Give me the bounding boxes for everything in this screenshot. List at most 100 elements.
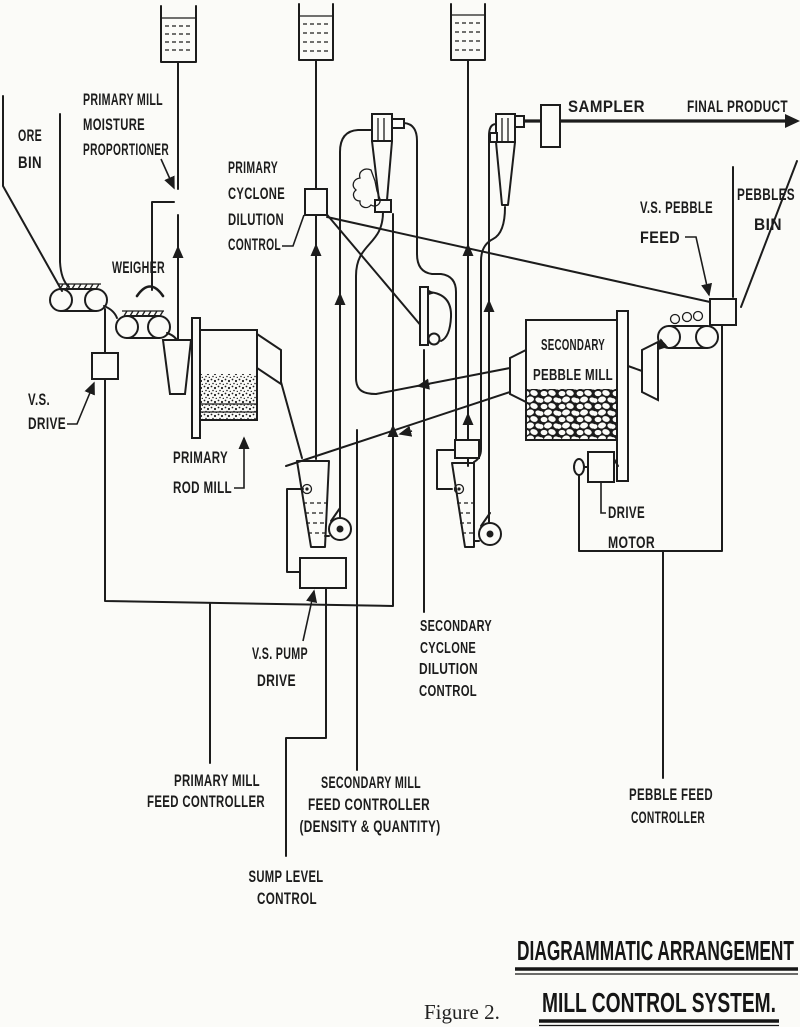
weigher-icon — [135, 285, 165, 298]
primary-cyclone-dilution-label: CYCLONE — [228, 184, 285, 203]
final-product-line — [524, 114, 800, 128]
primary-mill-feed-controller-label: FEED CONTROLLER — [147, 792, 265, 811]
sump-level-signal-line — [286, 488, 304, 573]
weigher-signal-line — [151, 201, 175, 291]
title-block: Figure 2. DIAGRAMMATIC ARRANGEMENT MILL … — [424, 935, 798, 1027]
moisture-proportioner-label: PROPORTIONER — [83, 140, 169, 159]
drive-motor-label: MOTOR — [608, 533, 655, 552]
moisture-proportioner-label: PRIMARY MILL — [83, 90, 163, 109]
mill-end-plate — [191, 317, 201, 439]
figure-title-line1: DIAGRAMMATIC ARRANGEMENT — [517, 935, 794, 966]
weigh-feeder-conveyor — [115, 310, 171, 339]
mill-discharge-line — [280, 381, 303, 459]
primary-cyclone-underflow — [355, 211, 384, 395]
vs-pump-drive-label: V.S. PUMP — [252, 644, 308, 663]
cyclone-cone — [371, 140, 393, 201]
secondary-mill-feed-controller-label: SECONDARY MILL — [321, 773, 421, 792]
water-tank-2 — [298, 3, 334, 61]
primary-cyclone-overflow — [403, 122, 457, 441]
cyclone-head — [371, 113, 393, 142]
primary-cyclone — [352, 113, 405, 213]
mill-left-feed-chute — [509, 348, 527, 404]
water-tank-3 — [450, 3, 486, 61]
secondary-mill-feed-line-upper — [375, 367, 511, 395]
dilution-actuator — [419, 286, 441, 346]
primary-cyclone-dilution-label: PRIMARY — [228, 158, 278, 177]
secondary-mill-feed-controller-label: (DENSITY & QUANTITY) — [300, 817, 441, 836]
vs-pebble-feed-label: V.S. PEBBLE — [640, 198, 713, 217]
secondary-cyclone — [489, 113, 525, 206]
moisture-proportioner-label: MOISTURE — [83, 115, 145, 134]
sump-level-control-label: SUMP LEVEL — [249, 867, 324, 886]
weigher-label: WEIGHER — [112, 258, 165, 277]
flow-arrow-icon — [398, 425, 413, 437]
secondary-pebble-mill-label: SECONDARY — [541, 337, 605, 354]
pebble-charge — [527, 389, 619, 439]
primary-rod-mill-assembly — [161, 317, 282, 439]
mill-discharge-head — [256, 332, 282, 386]
pebbles-bin — [732, 160, 798, 308]
mill-right-feed-chute — [641, 340, 659, 402]
secondary-dilution-valve-box — [454, 439, 480, 459]
cyclone-apex-box — [374, 199, 392, 213]
vs-drive-label: V.S. — [28, 390, 50, 409]
cyclone-overflow-stub — [514, 115, 525, 128]
ore-bin-label: ORE — [18, 126, 42, 145]
primary-cyclone-dilution-label: DILUTION — [228, 210, 284, 229]
secondary-cyclone-dilution-label: SECONDARY — [420, 618, 492, 635]
primary-mill-feed-controller-label: PRIMARY MILL — [174, 771, 260, 790]
secondary-cyclone-dilution-label: CONTROL — [419, 683, 477, 700]
dilution-to-pebble-feed-link — [326, 216, 711, 303]
secondary-pebble-mill-assembly — [509, 310, 659, 482]
actuator-knob-icon — [427, 332, 441, 346]
sump-level-control-drop — [285, 587, 327, 857]
ore-bin-label: BIN — [18, 153, 42, 172]
pebble-feed-controller-label: PEBBLE FEED — [629, 785, 713, 804]
primary-sump — [296, 460, 330, 548]
diagram-labels: ORE BIN PRIMARY MILL MOISTURE PROPORTION… — [18, 90, 795, 908]
underflow-splash-icon — [352, 168, 381, 209]
vs-pebble-feed-label: FEED — [640, 228, 680, 247]
pebble-icon — [669, 313, 681, 325]
mill-trunnion-bar — [616, 310, 629, 482]
sampler-box — [540, 104, 561, 148]
actuator-bypass-curve — [428, 291, 453, 342]
level-sensor-icon — [453, 483, 465, 495]
primary-cyclone-dilution-label: CONTROL — [228, 235, 281, 254]
flow-arrow-icon — [416, 378, 431, 390]
pebble-feed-controller-label: CONTROLLER — [631, 808, 705, 827]
figure-caption: Figure 2. — [424, 1000, 500, 1024]
mill-feed-chute — [161, 339, 193, 395]
feed-conveyor — [49, 283, 108, 312]
pebbles-bin-label: BIN — [754, 215, 782, 234]
secondary-cyclone-dilution-label: DILUTION — [419, 661, 478, 678]
secondary-pebble-mill-label: PEBBLE MILL — [533, 367, 613, 384]
dilution-valve-loop — [436, 449, 456, 490]
primary-pump-riser — [339, 129, 373, 519]
primary-dilution-valve-box — [304, 188, 328, 216]
pebble-feed-control-loop — [578, 324, 723, 552]
motor-coupling-icon — [573, 458, 585, 476]
pump-icon — [328, 517, 352, 541]
vs-pump-drive-box — [299, 557, 347, 589]
pebble-conveyor — [657, 310, 719, 349]
secondary-sump — [451, 462, 475, 548]
secondary-cyclone-dilution-label: CYCLONE — [420, 640, 476, 657]
cyclone-overflow-stub — [391, 118, 405, 129]
pebble-icon — [681, 311, 693, 323]
primary-pump — [324, 507, 352, 541]
cyclone-head — [495, 113, 516, 143]
leader-lines — [67, 158, 713, 642]
level-sensor-icon — [301, 483, 313, 495]
pebbles-bin-label: PEBBLES — [737, 185, 795, 204]
secondary-pump — [473, 512, 502, 546]
dilution-actuator-link — [317, 203, 429, 335]
sampler-label: SAMPLER — [568, 97, 645, 116]
vs-drive-label: DRIVE — [28, 414, 66, 433]
pump-icon — [478, 522, 502, 546]
drive-motor-label: DRIVE — [608, 503, 645, 522]
vs-pebble-feed-box — [709, 298, 737, 326]
figure-title-line2: MILL CONTROL SYSTEM. — [542, 987, 776, 1018]
